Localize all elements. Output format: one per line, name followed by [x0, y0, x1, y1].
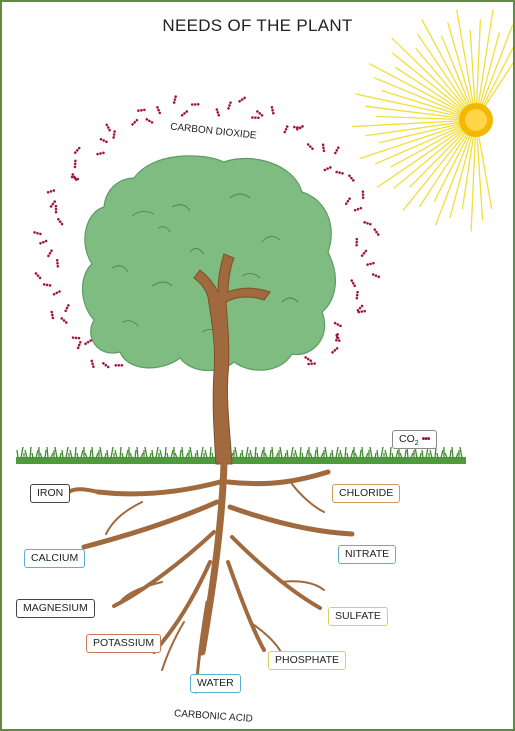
co2-molecule — [43, 283, 52, 287]
co2-molecule — [283, 125, 289, 134]
co2-molecule — [361, 190, 364, 199]
co2-molecule — [33, 231, 42, 236]
co2-molecule — [47, 249, 54, 258]
co2-molecule — [115, 364, 124, 367]
co2-molecule — [227, 101, 232, 110]
magnesium-label: MAGNESIUM — [16, 599, 95, 618]
co2-molecule — [99, 138, 108, 144]
co2-molecule — [191, 103, 200, 106]
co2-molecule — [131, 118, 139, 126]
co2-molecule — [307, 362, 316, 365]
co2-molecule — [355, 238, 358, 247]
iron-label: IRON — [30, 484, 70, 503]
co2-molecule — [50, 311, 54, 320]
co2-molecule — [137, 108, 146, 112]
co2-molecule — [334, 146, 340, 155]
co2-label: CO2 ••• — [392, 430, 437, 449]
co2-molecule — [34, 272, 42, 280]
co2-molecule — [112, 130, 116, 139]
co2-molecule — [372, 273, 381, 279]
co2-molecule — [215, 108, 220, 117]
co2-molecule — [363, 221, 372, 226]
co2-molecule — [366, 262, 375, 267]
co2-molecule — [344, 197, 351, 206]
co2-molecule — [60, 317, 68, 325]
co2-molecule — [331, 347, 339, 355]
co2-molecule — [333, 321, 342, 327]
co2-molecule — [145, 118, 154, 125]
co2-molecule — [322, 143, 326, 152]
co2-molecule — [354, 207, 363, 212]
co2-molecule — [251, 116, 260, 119]
co2-molecule — [360, 249, 367, 257]
co2-molecule — [306, 143, 314, 151]
co2-molecule — [76, 341, 82, 350]
co2-molecule — [105, 123, 111, 132]
co2-molecule — [350, 279, 357, 288]
co2-molecule — [57, 218, 64, 226]
co2-molecule — [156, 106, 162, 115]
co2-molecule — [173, 95, 178, 104]
co2-molecule — [256, 110, 264, 118]
co2-dots: ••• — [422, 433, 430, 445]
co2-molecule — [102, 362, 110, 369]
co2-molecule — [52, 290, 61, 296]
co2-molecule — [238, 96, 247, 103]
nitrate-label: NITRATE — [338, 545, 396, 564]
tree-foliage — [83, 156, 336, 371]
co2-molecule — [47, 189, 56, 194]
co2-molecule — [90, 359, 95, 368]
co2-text: CO — [399, 433, 415, 445]
chloride-label: CHLORIDE — [332, 484, 400, 503]
phosphate-label: PHOSPHATE — [268, 651, 346, 670]
co2-molecule — [55, 205, 58, 214]
potassium-label: POTASSIUM — [86, 634, 161, 653]
co2-molecule — [84, 339, 93, 346]
co2-molecule — [72, 336, 81, 339]
sun-icon — [352, 9, 513, 231]
co2-molecule — [323, 166, 332, 172]
calcium-label: CALCIUM — [24, 549, 85, 568]
co2-molecule — [73, 146, 81, 154]
co2-molecule — [74, 160, 77, 169]
co2-subscript: 2 — [415, 440, 419, 447]
co2-molecule — [348, 174, 356, 182]
co2-molecule — [180, 110, 188, 117]
co2-molecule — [96, 151, 105, 155]
co2-molecule — [270, 106, 274, 115]
co2-molecule — [355, 291, 359, 300]
co2-molecule — [39, 239, 48, 245]
sulfate-label: SULFATE — [328, 607, 388, 626]
co2-molecule — [304, 356, 313, 363]
water-label: WATER — [190, 674, 241, 693]
co2-molecule — [335, 170, 344, 174]
ground-grass — [16, 447, 466, 464]
co2-molecule — [373, 228, 380, 237]
co2-molecule — [56, 259, 59, 268]
co2-molecule — [64, 304, 70, 313]
